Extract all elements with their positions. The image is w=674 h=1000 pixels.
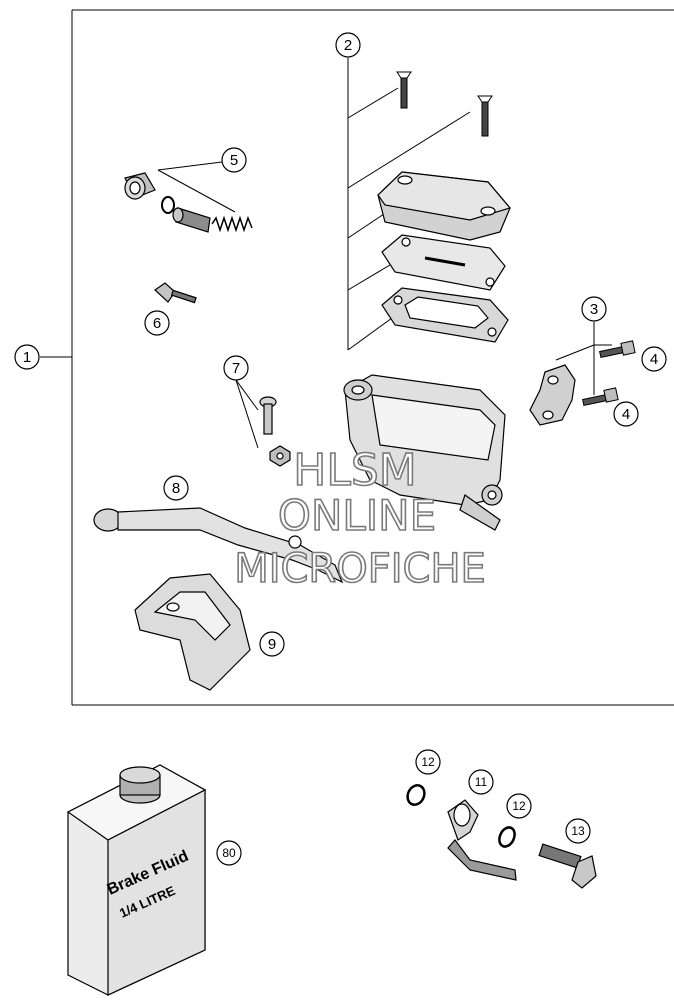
svg-text:4: 4 — [622, 406, 630, 423]
svg-text:8: 8 — [172, 480, 180, 497]
assembly-frame — [40, 9, 674, 706]
callout-9: 9 — [259, 631, 285, 657]
piston-seal-cup — [124, 172, 156, 200]
piston — [172, 207, 211, 233]
gasket-plate — [381, 234, 506, 291]
diaphragm — [381, 287, 509, 343]
svg-text:3: 3 — [590, 301, 598, 318]
clamp-bolt — [582, 387, 619, 407]
callout-12-right: 12 — [506, 793, 532, 819]
callout-3: 3 — [581, 296, 607, 322]
callout-1: 1 — [14, 344, 40, 370]
svg-text:4: 4 — [650, 351, 658, 368]
svg-text:13: 13 — [571, 824, 585, 838]
master-cylinder-body — [343, 374, 506, 531]
callout-2: 2 — [335, 32, 361, 58]
return-spring — [211, 215, 253, 233]
callout-12-left: 12 — [415, 749, 441, 775]
sealing-washer — [498, 826, 516, 848]
svg-text:6: 6 — [153, 315, 161, 332]
lever-boot — [134, 573, 251, 691]
reservoir-cover — [377, 171, 512, 241]
callout-7: 7 — [223, 355, 249, 381]
brake-lever — [93, 507, 344, 584]
callout-4-upper: 4 — [641, 346, 667, 372]
svg-text:12: 12 — [421, 755, 435, 769]
sealing-washer — [406, 784, 426, 806]
callout-4-lower: 4 — [613, 401, 639, 427]
svg-text:9: 9 — [268, 636, 276, 653]
callout-6: 6 — [144, 310, 170, 336]
part3-leaders — [555, 322, 612, 395]
part2-leaders — [347, 58, 471, 351]
watermark-line2: ONLINE — [278, 491, 436, 540]
pivot-bolt — [259, 396, 277, 435]
banjo-bolt — [538, 843, 597, 889]
callout-8: 8 — [163, 475, 189, 501]
callout-80: 80 — [216, 840, 242, 866]
cover-screw — [477, 95, 493, 137]
watermark-line1: HLSM — [293, 445, 417, 496]
handlebar-clamp — [529, 364, 576, 426]
svg-text:12: 12 — [512, 799, 526, 813]
banjo-hose — [447, 799, 517, 881]
cover-screw — [396, 71, 412, 109]
part7-leaders — [235, 379, 259, 449]
adjuster-screw — [154, 282, 197, 304]
svg-text:2: 2 — [344, 37, 352, 54]
svg-text:5: 5 — [230, 152, 238, 169]
callout-5: 5 — [221, 147, 247, 173]
pivot-nut — [269, 445, 291, 467]
part5-leaders — [157, 161, 236, 213]
svg-text:7: 7 — [232, 360, 240, 377]
svg-text:11: 11 — [475, 775, 488, 789]
svg-text:80: 80 — [222, 846, 236, 860]
clamp-bolt — [599, 340, 636, 359]
callout-11: 11 — [468, 769, 494, 795]
circlip — [161, 196, 175, 214]
brake-fluid-bottle — [66, 764, 207, 996]
svg-text:1: 1 — [23, 349, 31, 366]
callout-13: 13 — [565, 818, 591, 844]
watermark-line3: MICROFICHE — [234, 546, 486, 592]
